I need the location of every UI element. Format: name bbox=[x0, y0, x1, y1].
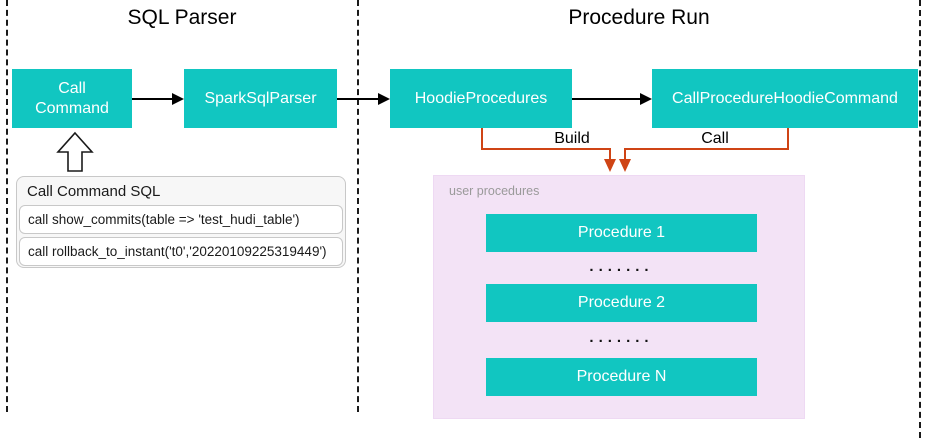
edge-label-build: Build bbox=[554, 130, 590, 147]
node-procedure-1: Procedure 1 bbox=[486, 214, 757, 252]
sql-statement-row: call rollback_to_instant('t0','202201092… bbox=[19, 237, 343, 266]
node-procedure-2: Procedure 2 bbox=[486, 284, 757, 322]
lane-divider-middle bbox=[357, 0, 359, 412]
call-command-sql-panel: Call Command SQL call show_commits(table… bbox=[16, 176, 346, 268]
lane-divider-left bbox=[6, 0, 8, 412]
node-spark-sql-parser: SparkSqlParser bbox=[184, 69, 337, 128]
section-title-procedure-run: Procedure Run bbox=[568, 6, 710, 29]
sql-statement-row: call show_commits(table => 'test_hudi_ta… bbox=[19, 205, 343, 234]
ellipsis-dots: ....... bbox=[589, 329, 654, 346]
arrow-callcommand-to-sparksqlparser bbox=[132, 93, 184, 105]
user-procedures-label: user procedures bbox=[449, 184, 540, 198]
node-hoodie-procedures: HoodieProcedures bbox=[390, 69, 572, 128]
hollow-up-arrow bbox=[56, 131, 94, 172]
lane-divider-right bbox=[919, 0, 921, 438]
user-procedures-container: user procedures Procedure 1 ....... Proc… bbox=[433, 175, 805, 419]
node-call-procedure-hoodie-command: CallProcedureHoodieCommand bbox=[652, 69, 918, 128]
ellipsis-dots: ....... bbox=[589, 258, 654, 275]
edge-label-call: Call bbox=[701, 130, 729, 147]
node-procedure-n: Procedure N bbox=[486, 358, 757, 396]
sql-panel-title: Call Command SQL bbox=[27, 182, 161, 200]
arrow-hoodieprocedures-to-callprocedurehoodiecommand bbox=[572, 93, 652, 105]
arrow-sparksqlparser-to-hoodieprocedures bbox=[337, 93, 390, 105]
section-title-sql-parser: SQL Parser bbox=[127, 6, 237, 29]
node-call-command: Call Command bbox=[12, 69, 132, 128]
